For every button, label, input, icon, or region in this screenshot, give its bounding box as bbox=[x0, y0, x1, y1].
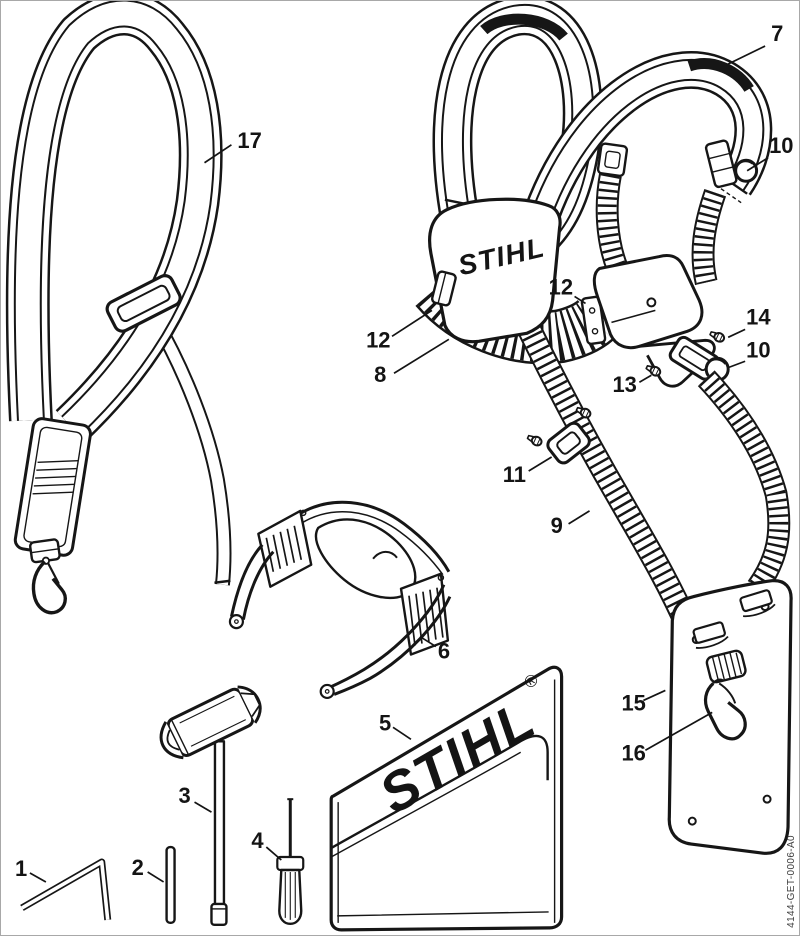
lower-strap-buckle bbox=[668, 335, 730, 382]
plate-slot bbox=[739, 589, 776, 618]
callout-label-13: 13 bbox=[612, 372, 636, 397]
leader-1 bbox=[29, 872, 47, 883]
leader-10-top bbox=[746, 157, 769, 172]
leader-16 bbox=[644, 711, 713, 752]
callout-label-15: 15 bbox=[621, 690, 645, 715]
safety-glasses-drawing bbox=[228, 500, 452, 700]
callout-label-2: 2 bbox=[132, 855, 144, 880]
callout-label-11: 11 bbox=[503, 462, 526, 487]
hip-plate bbox=[667, 579, 793, 855]
carrying-hook-icon bbox=[703, 678, 747, 741]
leader-2 bbox=[147, 871, 165, 883]
strap-adjuster-buckle bbox=[105, 274, 182, 333]
leader-17 bbox=[204, 144, 232, 164]
leader-8 bbox=[393, 338, 450, 374]
callout-label-9: 9 bbox=[551, 513, 563, 538]
leader-13 bbox=[638, 374, 652, 383]
callout-label-1: 1 bbox=[15, 856, 27, 881]
callout-label-17: 17 bbox=[237, 128, 261, 153]
callout-label-10-bottom: 10 bbox=[746, 337, 770, 362]
harness-right-strap-lower bbox=[706, 378, 779, 587]
leader-15 bbox=[643, 689, 666, 702]
document-number: 4144-GET-0006-A0 bbox=[786, 835, 797, 928]
pad-dark-section bbox=[687, 58, 754, 93]
screwdriver-drawing bbox=[276, 798, 305, 926]
leader-12-left bbox=[391, 309, 433, 338]
glasses-left-shield bbox=[257, 509, 313, 588]
callout-label-10-top: 10 bbox=[769, 133, 793, 158]
callout-label-8: 8 bbox=[374, 362, 386, 387]
leader-11 bbox=[528, 456, 553, 472]
callout-label-4: 4 bbox=[251, 828, 264, 853]
harness-right-strap-upper bbox=[703, 193, 715, 283]
strap-pad bbox=[13, 417, 92, 557]
callout-label-12-middle: 12 bbox=[549, 274, 573, 299]
leader-12-middle bbox=[574, 295, 586, 305]
callout-label-16: 16 bbox=[621, 740, 645, 765]
pin-tool-drawing bbox=[165, 845, 176, 925]
belt-keeper-loop bbox=[430, 270, 457, 307]
screw-icon bbox=[525, 432, 544, 448]
upper-strap-buckle bbox=[704, 139, 759, 189]
glasses-nose-bridge bbox=[372, 550, 398, 560]
snap-hook-icon bbox=[31, 556, 67, 615]
callout-label-3: 3 bbox=[179, 783, 191, 808]
strap-clip bbox=[705, 649, 747, 684]
glasses-right-temple bbox=[319, 584, 452, 700]
harness-front-strap bbox=[598, 142, 628, 268]
allen-key-drawing bbox=[20, 858, 112, 921]
leader-6 bbox=[419, 635, 437, 648]
leader-10-bottom bbox=[728, 360, 746, 369]
callout-label-7: 7 bbox=[771, 21, 783, 46]
harness-drawing: STIHL bbox=[428, 13, 793, 855]
leader-9 bbox=[568, 510, 590, 525]
plate-slot bbox=[692, 621, 729, 649]
leader-5 bbox=[392, 726, 412, 741]
callout-labels: 17 7 10 12 14 10 12 8 13 11 9 6 5 15 16 … bbox=[15, 21, 794, 881]
callout-leader-lines bbox=[29, 45, 769, 883]
pad-dark-section bbox=[480, 13, 568, 41]
callout-label-12-left: 12 bbox=[366, 327, 390, 352]
belt-clamp bbox=[580, 295, 607, 346]
strap-end-edge bbox=[214, 579, 231, 584]
tool-bag-drawing: STIHL ® bbox=[329, 665, 564, 932]
leader-14 bbox=[727, 328, 746, 339]
strap-slider-buckle bbox=[546, 421, 591, 465]
callout-label-6: 6 bbox=[438, 639, 450, 664]
leader-4 bbox=[265, 846, 282, 861]
leader-3 bbox=[194, 801, 212, 813]
callout-label-5: 5 bbox=[379, 710, 391, 735]
leader-7 bbox=[725, 45, 766, 66]
chest-plate: STIHL bbox=[428, 197, 562, 344]
glasses-left-temple bbox=[228, 543, 275, 630]
bag-flap-edge bbox=[330, 734, 549, 850]
shoulder-strap-drawing bbox=[13, 13, 231, 615]
combination-wrench-drawing bbox=[159, 685, 262, 927]
callout-label-14: 14 bbox=[746, 304, 771, 329]
